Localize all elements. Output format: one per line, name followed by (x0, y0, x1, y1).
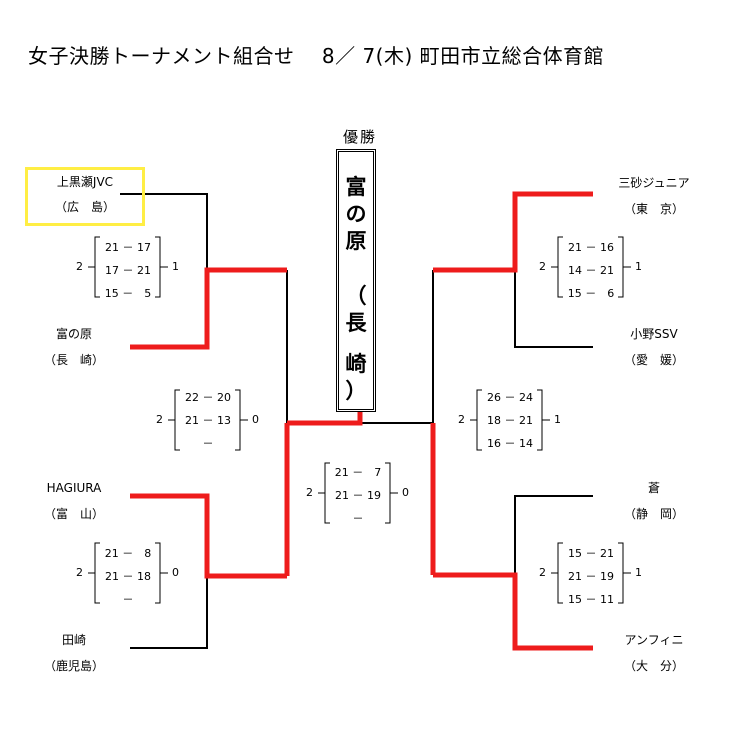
team-prefecture: （愛 媛） (623, 353, 684, 367)
score-bracket (88, 542, 168, 604)
match-score-left: 2 (76, 260, 83, 273)
team-ao: 蒼 （静 岡） (594, 475, 714, 527)
bracket-line (287, 410, 363, 426)
set-score: 21 － 7 (334, 466, 382, 479)
team-misago-junior: 三砂ジュニア （東 京） (594, 170, 714, 222)
match-score-right: 0 (402, 486, 409, 499)
team-prefecture: （鹿児島） (43, 659, 104, 673)
team-name: 小野SSV (630, 327, 678, 341)
set-score: 21 － 17 (105, 241, 151, 254)
score-bracket (551, 236, 631, 298)
set-score: 18 － 21 (487, 414, 533, 427)
winner-label: 優勝 (342, 128, 377, 146)
team-name: HAGIURA (46, 481, 102, 495)
set-score: 15 － 6 (567, 287, 615, 300)
set-score: 21 － 19 (568, 570, 614, 583)
score-bracket (551, 542, 631, 604)
team-prefecture: （大 分） (623, 659, 684, 673)
winner-char: ） (345, 379, 367, 403)
set-score: － (202, 437, 214, 450)
set-score: 17 － 21 (105, 264, 151, 277)
match-score-left: 2 (539, 566, 546, 579)
set-score: 14 － 21 (568, 264, 614, 277)
score-bracket (318, 462, 398, 524)
set-scores: 21 － 8 21 － 18 － (90, 542, 166, 611)
winner-char: （ (345, 284, 367, 308)
set-score: － (352, 512, 364, 525)
match-score-right: 1 (635, 566, 642, 579)
set-score: 26 － 24 (487, 391, 533, 404)
set-score: 21 － 16 (568, 241, 614, 254)
set-score: 15 － 21 (568, 547, 614, 560)
set-scores: 21 － 7 21 － 19 － (320, 461, 396, 530)
winner-char: 崎 (345, 352, 367, 376)
bracket-line (130, 493, 287, 579)
match-score-left: 2 (539, 260, 546, 273)
match-score-left: 2 (306, 486, 313, 499)
team-prefecture: （静 岡） (623, 507, 684, 521)
score-bracket (168, 389, 248, 451)
team-name: 上黒瀬JVC (56, 175, 114, 189)
match-score-left: 2 (458, 413, 465, 426)
winner-char: 長 (345, 311, 367, 335)
set-score: 22 － 20 (185, 391, 231, 404)
team-tominohara: 富の原 （長 崎） (14, 321, 134, 373)
match-score-right: 1 (554, 413, 561, 426)
team-ono-ssv: 小野SSV （愛 媛） (594, 321, 714, 373)
set-scores: 26 － 24 18 － 21 16 － 14 (472, 386, 548, 455)
team-name: 富の原 (55, 327, 92, 341)
score-bracket (88, 236, 168, 298)
set-scores: 21 － 16 14 － 21 15 － 6 (553, 236, 629, 305)
set-score: － (122, 593, 134, 606)
page-title: 女子決勝トーナメント組合せ 8／ 7(木) 町田市立総合体育館 (28, 44, 605, 68)
team-tazaki: 田崎 （鹿児島） (14, 627, 134, 679)
team-name: 三砂ジュニア (618, 176, 690, 190)
match-score-left: 2 (156, 413, 163, 426)
bracket-line (433, 191, 593, 273)
winner-box: 富 の 原 （ 長 崎 ） (336, 149, 376, 412)
match-score-right: 0 (172, 566, 179, 579)
winner-char: の (345, 202, 367, 226)
team-name: 田崎 (61, 633, 86, 647)
team-prefecture: （広 島） (54, 200, 115, 214)
team-kamikurose: 上黒瀬JVC （広 島） (25, 167, 145, 226)
bracket-line (130, 576, 208, 649)
set-score: 21 － 8 (104, 547, 152, 560)
match-score-right: 1 (635, 260, 642, 273)
team-prefecture: （長 崎） (43, 353, 104, 367)
team-prefecture: （富 山） (43, 507, 104, 521)
winner-char: 原 (345, 229, 367, 253)
set-scores: 15 － 21 21 － 19 15 － 11 (553, 542, 629, 611)
set-score: 21 － 13 (185, 414, 231, 427)
winner-char: 富 (345, 175, 367, 199)
set-score: 21 － 18 (105, 570, 151, 583)
set-score: 15 － 5 (104, 287, 152, 300)
bracket-line (514, 270, 593, 348)
set-scores: 21 － 17 17 － 21 15 － 5 (90, 236, 166, 305)
match-score-right: 1 (172, 260, 179, 273)
score-bracket (470, 389, 550, 451)
set-score: 15 － 11 (568, 593, 614, 606)
match-score-left: 2 (76, 566, 83, 579)
team-name: 蒼 (647, 481, 660, 495)
bracket-line (514, 495, 593, 575)
team-anfini: アンフィニ （大 分） (594, 627, 714, 679)
team-name: アンフィニ (624, 633, 684, 647)
team-prefecture: （東 京） (623, 202, 684, 216)
set-score: 16 － 14 (487, 437, 533, 450)
set-scores: 22 － 20 21 － 13 － (170, 386, 246, 455)
set-score: 21 － 19 (335, 489, 381, 502)
match-score-right: 0 (252, 413, 259, 426)
team-hagiura: HAGIURA （富 山） (14, 475, 134, 527)
bracket-line (130, 267, 287, 350)
bracket-line (433, 572, 593, 651)
bracket-line (120, 193, 208, 270)
